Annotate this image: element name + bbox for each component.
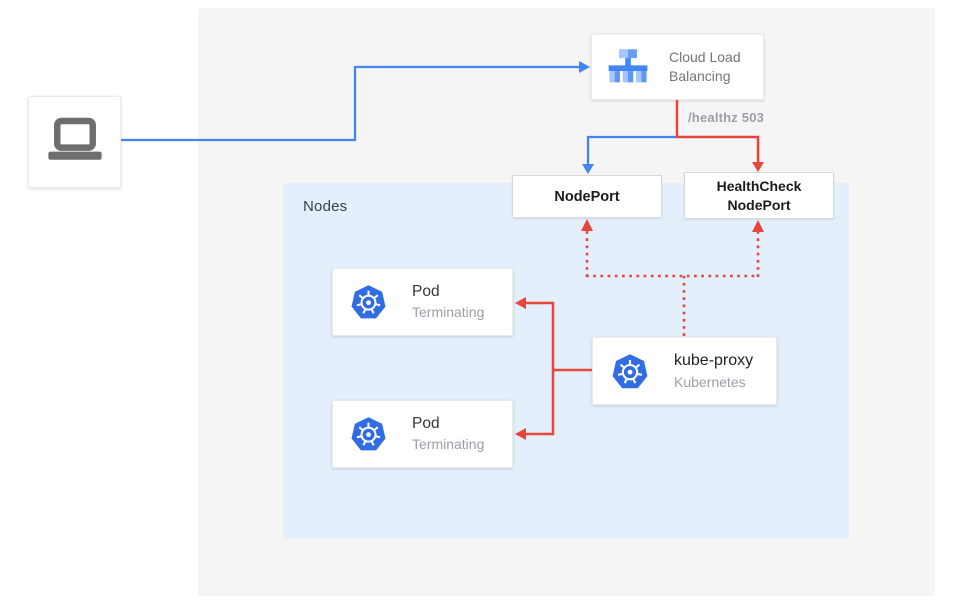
pod-title: Pod bbox=[412, 282, 440, 300]
nodeport-node: NodePort bbox=[512, 175, 662, 218]
pod-node-2: Pod Terminating bbox=[332, 400, 513, 468]
pod-status: Terminating bbox=[412, 304, 485, 321]
kube-proxy-subtitle: Kubernetes bbox=[674, 373, 746, 390]
pod-title: Pod bbox=[412, 414, 440, 432]
nodes-group-label: Nodes bbox=[303, 198, 348, 215]
kubernetes-icon bbox=[612, 353, 648, 388]
pod-status: Terminating bbox=[412, 436, 485, 453]
kubernetes-icon bbox=[351, 417, 386, 451]
healthcheck-nodeport-label: HealthCheck NodePort bbox=[716, 178, 802, 213]
laptop-icon bbox=[47, 117, 102, 160]
client-node bbox=[28, 96, 121, 188]
pod-node-1: Pod Terminating bbox=[332, 268, 513, 336]
nodeport-label: NodePort bbox=[554, 188, 620, 205]
kube-proxy-node: kube-proxy Kubernetes bbox=[592, 337, 777, 405]
cloud-load-balancing-label: Cloud Load Balancing bbox=[669, 49, 741, 84]
load-balancer-icon bbox=[608, 49, 648, 83]
cloud-load-balancing-node: Cloud Load Balancing bbox=[591, 34, 764, 100]
healthcheck-nodeport-node: HealthCheck NodePort bbox=[684, 172, 834, 219]
healthz-status-label: /healthz 503 bbox=[688, 110, 765, 125]
kubernetes-icon bbox=[351, 285, 386, 319]
kube-proxy-title: kube-proxy bbox=[674, 351, 754, 369]
